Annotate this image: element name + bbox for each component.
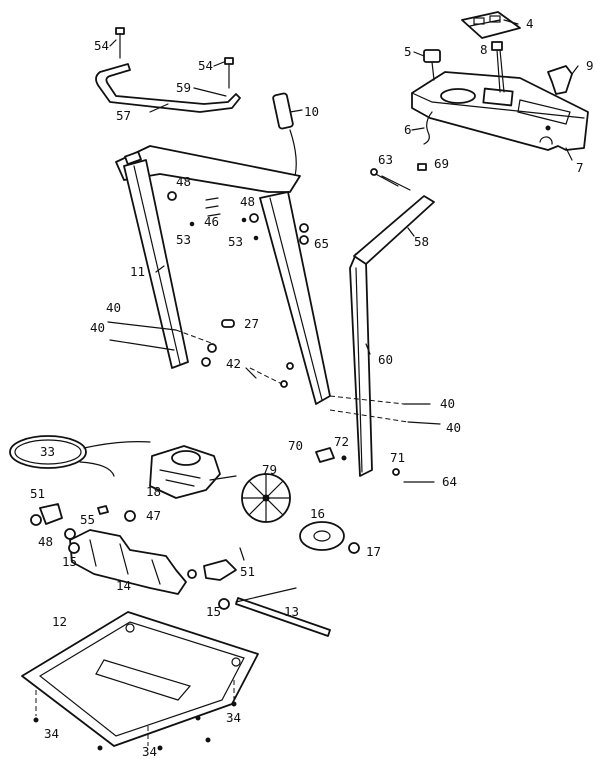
label-part-15-b: 15 [206,604,221,619]
label-part-42: 42 [226,356,241,371]
label-part-54-right: 54 [198,58,213,73]
label-part-53-a: 53 [176,232,191,247]
motor-18 [149,445,237,499]
handlebar-57 [95,27,241,113]
label-part-55: 55 [80,512,95,527]
label-part-69: 69 [434,156,449,171]
base-plate-12 [21,611,259,751]
label-part-15-a: 15 [62,554,77,569]
label-part-79: 79 [262,462,277,477]
label-part-48-a: 48 [176,174,191,189]
label-part-70: 70 [288,438,303,453]
label-part-40-b: 40 [90,320,105,335]
label-part-40-a: 40 [106,300,121,315]
label-part-13: 13 [284,604,299,619]
drive-belt-33 [9,435,151,477]
label-part-46: 46 [204,214,219,229]
label-part-11: 11 [130,264,145,279]
label-part-40-d: 40 [446,420,461,435]
frame-hardware [107,191,309,388]
label-part-40-c: 40 [440,396,455,411]
label-part-51-b: 51 [240,564,255,579]
label-part-57: 57 [116,108,131,123]
label-part-5: 5 [404,44,412,59]
part-labels: 4 5 8 9 6 7 54 54 59 57 10 63 69 48 48 4… [30,16,594,759]
label-part-71: 71 [390,450,405,465]
label-part-48-b: 48 [240,194,255,209]
pulley-16 [299,521,360,554]
leader-lines [109,19,579,603]
wire-6 [423,111,433,145]
bolt-64 [392,468,435,483]
label-part-10: 10 [304,104,319,119]
label-part-34-b: 34 [142,744,157,759]
label-part-53-b: 53 [228,234,243,249]
label-part-58: 58 [414,234,429,249]
label-part-33: 33 [40,444,55,459]
label-part-12: 12 [52,614,67,629]
label-part-54-left: 54 [94,38,109,53]
roller-70 [315,447,347,463]
console-housing [411,71,589,151]
label-part-48-c: 48 [38,534,53,549]
label-part-14: 14 [116,578,131,593]
label-part-18: 18 [146,484,161,499]
knob-9 [547,65,573,95]
motor-mount-14 [69,529,237,595]
switch-5 [423,49,441,81]
label-part-60: 60 [378,352,393,367]
label-part-34-a: 34 [44,726,59,741]
display-panel [461,11,521,39]
connector-8 [491,41,505,93]
post-60 [349,253,373,477]
label-part-59: 59 [176,80,191,95]
label-part-17: 17 [366,544,381,559]
label-part-72: 72 [334,434,349,449]
label-part-27: 27 [244,316,259,331]
label-part-16: 16 [310,506,325,521]
bolts-40-right [329,395,441,425]
label-part-64: 64 [442,474,457,489]
fan-79 [241,473,291,523]
label-part-8: 8 [480,42,488,57]
label-part-6: 6 [404,122,412,137]
label-part-34-c: 34 [226,710,241,725]
roller-13 [218,597,331,637]
label-part-7: 7 [576,160,584,175]
label-part-65: 65 [314,236,329,251]
arm-58 [353,163,435,265]
label-part-4: 4 [526,16,534,31]
brackets-51 [30,503,245,561]
label-part-47: 47 [146,508,161,523]
label-part-63: 63 [378,152,393,167]
label-part-9: 9 [586,58,594,73]
upright-frame-11 [115,145,331,405]
label-part-51-a: 51 [30,486,45,501]
